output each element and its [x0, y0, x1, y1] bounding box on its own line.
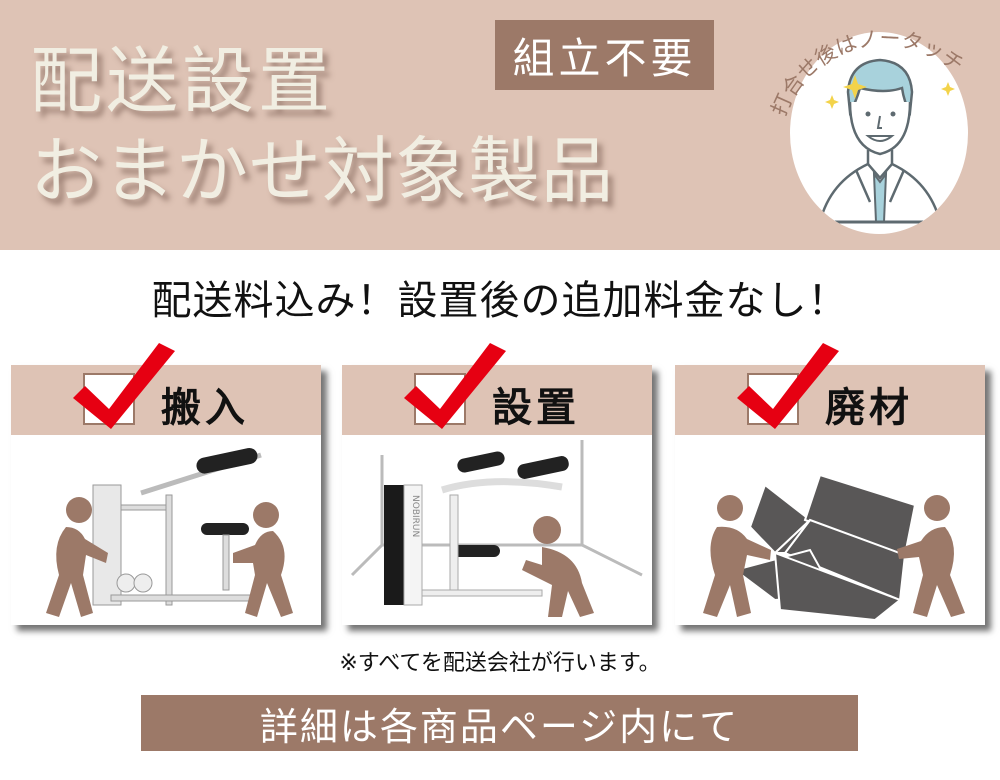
carry-in-illustration — [46, 448, 293, 617]
staff-avatar — [790, 32, 968, 234]
red-check-icon — [404, 343, 506, 429]
red-check-icon — [73, 343, 175, 429]
panel-header — [342, 365, 652, 435]
sparkle-icon — [843, 75, 867, 99]
businessman-icon — [790, 58, 968, 224]
svg-text:打合せ後はノータッチ: 打合せ後はノータッチ — [767, 26, 968, 119]
panel-label: 設置 — [492, 385, 580, 431]
cardboard-box-icon — [732, 473, 917, 622]
no-assembly-badge: 組立不要 — [495, 20, 714, 90]
panel-label: 搬入 — [161, 385, 249, 431]
sparkle-icon — [825, 95, 839, 109]
person-icon — [703, 495, 771, 617]
hero-title-line1: 配送設置 — [30, 39, 335, 123]
person-icon — [46, 497, 108, 617]
waste-box-illustration — [703, 473, 965, 622]
bubble-caption: 打合せ後はノータッチ — [767, 26, 968, 119]
panel-header — [11, 365, 321, 435]
sparkle-icon — [941, 82, 955, 96]
panel-header — [675, 365, 985, 435]
headline: 配送料込み！設置後の追加料金なし！ — [151, 278, 849, 324]
panel-installation: 設置 NOBIRUN — [342, 343, 652, 625]
person-icon — [522, 516, 594, 617]
footnote: ※すべてを配送会社が行います。 — [339, 651, 661, 676]
installation-illustration: NOBIRUN — [350, 440, 643, 617]
details-banner[interactable]: 詳細は各商品ページ内にて — [141, 695, 858, 751]
panel-waste-disposal: 廃材 — [675, 343, 985, 625]
person-icon — [233, 502, 293, 617]
bubble-caption-text: 打合せ後はノータッチ — [767, 26, 968, 119]
svg-text:NOBIRUN: NOBIRUN — [410, 495, 420, 537]
person-icon — [897, 495, 965, 617]
hero-title-line2: おまかせ対象製品 — [30, 129, 615, 213]
panel-carry-in: 搬入 — [11, 343, 321, 625]
red-check-icon — [737, 343, 839, 429]
panel-label: 廃材 — [825, 385, 913, 431]
